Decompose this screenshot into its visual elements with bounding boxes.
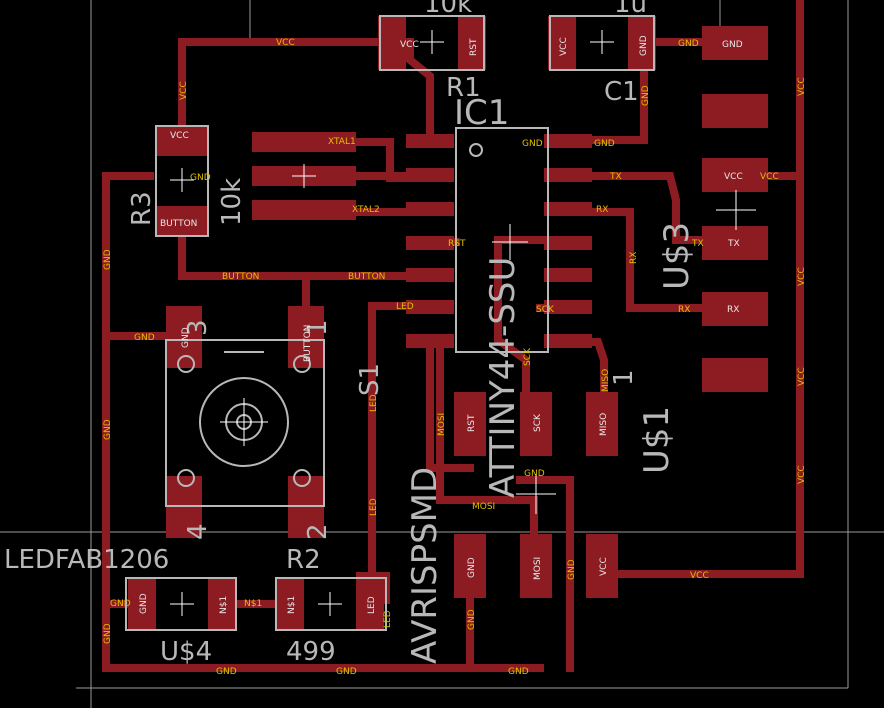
net-label: GND	[522, 139, 543, 149]
pad-label: GND	[467, 557, 477, 578]
net-label: RX	[596, 205, 608, 215]
net-label: GND	[467, 609, 477, 630]
s1-pin4: 4	[183, 523, 213, 540]
pad-label: MOSI	[533, 557, 543, 580]
pad-label: VCC	[400, 40, 419, 50]
s1-pin2: 2	[303, 523, 333, 540]
u1-name: U$1	[637, 406, 677, 474]
net-label: LED	[383, 610, 393, 628]
r1-value: 10k	[424, 0, 472, 19]
s1-pin3: 3	[183, 319, 213, 336]
component-labels: 10k R1 1u C1 IC1 R3 10k ATTINY44-SSU U$3…	[4, 0, 697, 667]
pad-label: VCC	[170, 131, 189, 141]
net-label: GND	[678, 39, 699, 49]
led-value: LEDFAB1206	[4, 545, 169, 575]
avr-value: AVRISPSMD	[405, 467, 445, 664]
pad-label: RST	[467, 414, 477, 432]
pad-labels: VCC RST VCC GND GND VCC TX RX VCC BUTTON…	[139, 35, 743, 614]
net-label: LED	[369, 394, 379, 412]
r3-name: R3	[127, 191, 157, 226]
net-label: RX	[678, 305, 690, 315]
pad-label: RX	[727, 305, 739, 315]
net-label: GND	[134, 333, 155, 343]
net-label: VCC	[797, 465, 807, 484]
net-label: GND	[103, 249, 113, 270]
origin-crosses	[170, 30, 756, 616]
net-label: VCC	[797, 367, 807, 386]
pad-label: N$1	[287, 596, 297, 614]
u3-name: U$3	[657, 222, 697, 290]
net-label: VCC	[276, 38, 295, 48]
led-name: U$4	[160, 637, 212, 667]
net-label: MOSI	[472, 502, 495, 512]
pad-label: GND	[181, 327, 191, 348]
net-label: TX	[691, 239, 704, 249]
net-label: LED	[396, 302, 414, 312]
pad-label: VCC	[599, 557, 609, 576]
pad-label: GND	[722, 40, 743, 50]
net-label: GND	[594, 139, 615, 149]
net-label: GND	[110, 599, 131, 609]
net-label: XTAL2	[352, 205, 380, 215]
net-label: XTAL1	[328, 137, 356, 147]
net-label: SCK	[536, 305, 555, 315]
net-label: VCC	[797, 77, 807, 96]
ic1-value: ATTINY44-SSU	[483, 257, 523, 498]
net-label: GND	[567, 559, 577, 580]
net-label: RX	[629, 252, 639, 264]
r2-name: R2	[286, 545, 321, 575]
ic1-name: IC1	[454, 93, 509, 133]
net-label: GND	[508, 667, 529, 677]
u1-pin1: 1	[609, 369, 639, 386]
pad-label: GND	[139, 593, 149, 614]
net-label: TX	[609, 172, 622, 182]
pad-label: SCK	[533, 413, 543, 432]
pad-label: VCC	[559, 37, 569, 56]
pad-label: RST	[469, 38, 479, 56]
s1-pin1: 1	[303, 319, 333, 336]
s1-name: S1	[355, 363, 385, 396]
net-label: VCC	[690, 571, 709, 581]
pad-label: N$1	[219, 596, 229, 614]
net-label: VCC	[797, 267, 807, 286]
pad-label: MISO	[599, 413, 609, 436]
net-label: GND	[524, 469, 545, 479]
pad-label: GND	[639, 35, 649, 56]
net-label: MISO	[601, 369, 611, 392]
net-label: MOSI	[437, 413, 447, 436]
net-label: VCC	[179, 81, 189, 100]
net-label: GND	[216, 667, 237, 677]
net-label: VCC	[760, 172, 779, 182]
c1-name: C1	[604, 77, 639, 107]
pad-label: TX	[727, 239, 740, 249]
pad-label: LED	[367, 596, 377, 614]
net-label: GND	[103, 623, 113, 644]
net-labels: VCC VCC GND VCC GND GND GND XTAL1 XTAL2 …	[103, 38, 807, 677]
pad-label: BUTTON	[160, 219, 197, 229]
net-label: RST	[448, 239, 466, 249]
r2-value: 499	[286, 637, 336, 667]
pad-label: VCC	[724, 172, 743, 182]
net-label: N$1	[244, 599, 262, 609]
r3-value: 10k	[217, 178, 247, 226]
net-label: LED	[369, 498, 379, 516]
net-label: BUTTON	[348, 272, 385, 282]
net-label: GND	[103, 419, 113, 440]
c1-value: 1u	[614, 0, 647, 19]
pad-label: BUTTON	[303, 325, 313, 362]
net-label: GND	[336, 667, 357, 677]
net-label: GND	[190, 173, 211, 183]
r1-name: R1	[446, 73, 481, 103]
net-label: SCK	[523, 347, 533, 366]
net-label: BUTTON	[222, 272, 259, 282]
pads	[128, 16, 768, 630]
net-label: GND	[641, 85, 651, 106]
